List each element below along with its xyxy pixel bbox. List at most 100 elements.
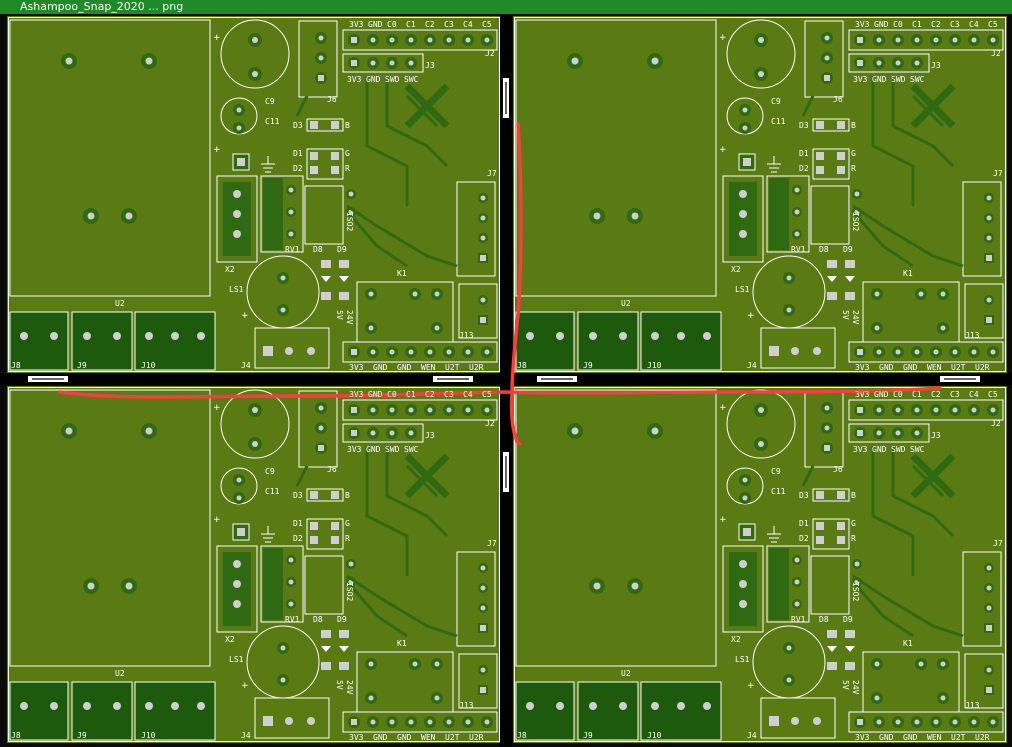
ref-j6: J6 [327, 95, 337, 104]
header-top-label: GND [368, 20, 383, 29]
ref-d2: D2 [799, 164, 809, 173]
header-top-label: C2 [425, 390, 435, 399]
ref-d9: D9 [337, 245, 347, 254]
ref-d8: D8 [819, 615, 829, 624]
header-swd-label: GND [366, 445, 381, 454]
ref-r: R [851, 164, 856, 173]
header-top-label: C5 [482, 390, 492, 399]
ref-j3: J3 [931, 431, 941, 440]
ref-b: B [345, 491, 350, 500]
header-top-label: GND [874, 20, 889, 29]
header-bottom-label: U2R [975, 733, 990, 742]
ref-d1: D1 [799, 149, 809, 158]
ref-j10: J10 [647, 731, 662, 740]
header-bottom-label: GND [879, 733, 894, 742]
header-top-label: C1 [912, 20, 922, 29]
ref-j6: J6 [833, 95, 843, 104]
ref-iso2: ISO2 [851, 212, 860, 231]
ref-j2: J2 [991, 49, 1001, 58]
ref-j7: J7 [993, 539, 1003, 548]
header-top-label: C3 [950, 390, 960, 399]
header-top-label: C2 [931, 390, 941, 399]
ref-ls1: LS1 [735, 655, 750, 664]
ref-24v: 24V [851, 680, 860, 695]
ref-r: R [345, 164, 350, 173]
header-bottom-label: WEN [421, 733, 436, 742]
ref-c11: C11 [265, 487, 280, 496]
ref-ls1: LS1 [229, 285, 244, 294]
header-top-label: C3 [950, 20, 960, 29]
ref-x2: X2 [731, 635, 741, 644]
ref-c9: C9 [265, 97, 275, 106]
ref-c9: C9 [771, 97, 781, 106]
ref-ls1: LS1 [735, 285, 750, 294]
ref-j4: J4 [747, 731, 757, 740]
header-swd-label: 3V3 [853, 75, 868, 84]
header-top-label: C5 [482, 20, 492, 29]
ref-j3: J3 [931, 61, 941, 70]
ref-d3: D3 [293, 491, 303, 500]
ref-j4: J4 [747, 361, 757, 370]
ref-j13: J13 [965, 331, 980, 340]
ref-b: B [851, 491, 856, 500]
header-swd-label: 3V3 [347, 445, 362, 454]
header-top-label: C0 [893, 20, 903, 29]
ref-j2: J2 [485, 49, 495, 58]
ref-d3: D3 [799, 491, 809, 500]
ref-5v: 5V [335, 310, 344, 320]
ref-j8: J8 [11, 731, 21, 740]
header-bottom-label: U2T [951, 363, 966, 372]
ref-rv1: RV1 [791, 615, 806, 624]
header-top-label: C4 [463, 390, 473, 399]
ref-5v: 5V [841, 310, 850, 320]
header-bottom-label: GND [903, 733, 918, 742]
header-top-label: 3V3 [855, 20, 870, 29]
header-bottom-label: WEN [927, 733, 942, 742]
plus-mark: + [213, 515, 221, 525]
ref-j9: J9 [77, 731, 87, 740]
ref-24v: 24V [345, 680, 354, 695]
header-top-label: C5 [988, 390, 998, 399]
ref-5v: 5V [841, 680, 850, 690]
ref-u2: U2 [115, 669, 125, 678]
header-bottom-label: 3V3 [349, 363, 364, 372]
header-top-label: C2 [931, 20, 941, 29]
ref-j10: J10 [647, 361, 662, 370]
header-bottom-label: 3V3 [349, 733, 364, 742]
header-top-label: GND [368, 390, 383, 399]
plus-mark: + [747, 681, 755, 691]
ref-j8: J8 [517, 361, 527, 370]
ref-r: R [851, 534, 856, 543]
header-top-label: C1 [406, 20, 416, 29]
header-bottom-label: 3V3 [855, 733, 870, 742]
ref-d8: D8 [313, 615, 323, 624]
ref-24v: 24V [851, 310, 860, 325]
ref-5v: 5V [335, 680, 344, 690]
ref-j10: J10 [141, 731, 156, 740]
header-swd-label: SWD [385, 75, 400, 84]
plus-mark: + [719, 145, 727, 155]
ref-j8: J8 [11, 361, 21, 370]
ref-iso2: ISO2 [345, 582, 354, 601]
header-bottom-label: U2R [469, 363, 484, 372]
plus-mark: + [241, 311, 249, 321]
window-title-bar[interactable]: Ashampoo_Snap_2020 ... png [0, 0, 1012, 14]
plus-mark: + [719, 33, 727, 43]
ref-j2: J2 [485, 419, 495, 428]
header-top-label: 3V3 [855, 390, 870, 399]
plus-mark: + [719, 403, 727, 413]
ref-j7: J7 [487, 539, 497, 548]
header-top-label: C0 [387, 20, 397, 29]
header-top-label: C0 [893, 390, 903, 399]
header-top-label: C0 [387, 390, 397, 399]
ref-j13: J13 [965, 701, 980, 710]
header-swd-label: SWC [910, 75, 925, 84]
ref-c9: C9 [265, 467, 275, 476]
ref-j13: J13 [459, 331, 474, 340]
ref-k1: K1 [397, 269, 407, 278]
header-top-label: GND [874, 390, 889, 399]
